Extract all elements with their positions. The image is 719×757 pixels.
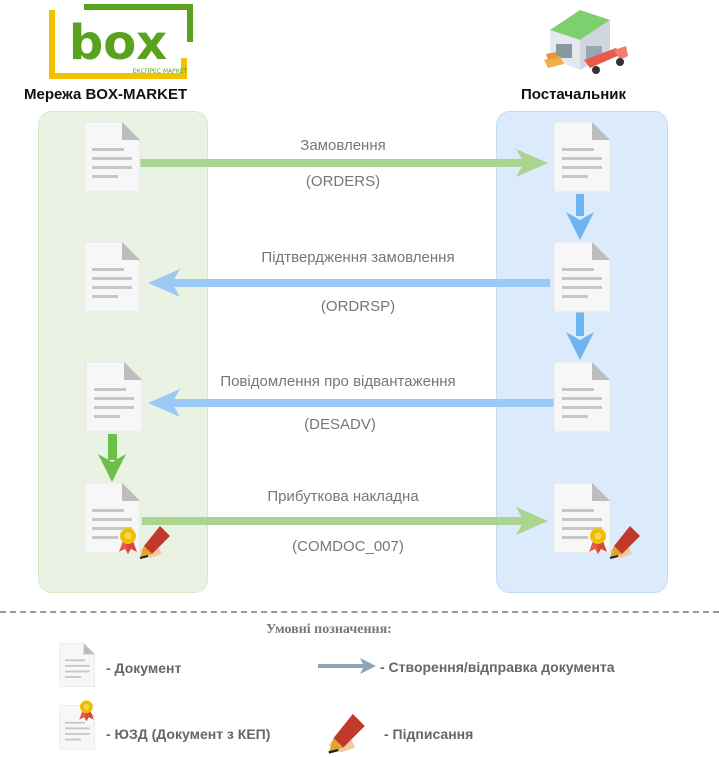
ordrsp-code: (ORDRSP) bbox=[320, 298, 396, 315]
supplier-flow-arrow-1 bbox=[576, 194, 584, 216]
orders-arrowhead bbox=[516, 149, 548, 177]
warehouse-icon bbox=[540, 2, 630, 82]
comdoc-title: Прибуткова накладна bbox=[267, 488, 419, 505]
comdoc-code: (COMDOC_007) bbox=[292, 538, 404, 555]
ordrsp-title: Підтвердження замовлення bbox=[261, 249, 455, 266]
desadv-title: Повідомлення про відвантаження bbox=[220, 373, 456, 390]
network-flow-arrow bbox=[108, 434, 117, 460]
party-title-supplier: Постачальник bbox=[521, 86, 626, 103]
orders-arrow bbox=[138, 159, 526, 167]
legend-ezd-label: - ЮЗД (Документ з КЕП) bbox=[106, 726, 271, 742]
legend-send-label: - Створення/відправка документа bbox=[380, 659, 615, 675]
desadv-arrow bbox=[170, 399, 554, 407]
document-icon bbox=[553, 361, 611, 433]
party-title-network: Мережа BOX-MARKET bbox=[24, 86, 188, 103]
supplier-flow-arrowhead-1 bbox=[566, 212, 594, 240]
legend-title: Умовні позначення: bbox=[266, 622, 392, 637]
legend-ezd-icon bbox=[59, 700, 96, 750]
logo-text: box bbox=[69, 15, 167, 71]
comdoc-arrowhead bbox=[516, 507, 548, 535]
legend-sign-icon bbox=[327, 712, 366, 754]
supplier-flow-arrowhead-2 bbox=[566, 332, 594, 360]
document-icon bbox=[85, 361, 143, 433]
ordrsp-arrowhead bbox=[148, 269, 180, 297]
pen-icon bbox=[139, 525, 171, 559]
pen-icon bbox=[609, 525, 641, 559]
ordrsp-arrow bbox=[170, 279, 550, 287]
legend-sign-label: - Підписання bbox=[384, 726, 474, 742]
logo-subtitle: ЕКСПРЕС МАРКЕТ bbox=[133, 68, 188, 75]
orders-title: Замовлення bbox=[300, 137, 386, 154]
document-icon bbox=[83, 121, 141, 193]
comdoc-arrow bbox=[142, 517, 526, 525]
orders-code: (ORDERS) bbox=[305, 173, 381, 190]
legend-divider bbox=[0, 611, 719, 613]
desadv-code: (DESADV) bbox=[304, 416, 376, 433]
box-logo: box ЕКСПРЕС МАРКЕТ bbox=[48, 2, 196, 80]
legend-document-label: - Документ bbox=[106, 660, 182, 676]
document-icon bbox=[83, 241, 141, 313]
network-flow-arrowhead bbox=[98, 454, 126, 482]
document-icon bbox=[553, 241, 611, 313]
legend-document-icon bbox=[59, 642, 96, 687]
desadv-arrowhead bbox=[148, 389, 180, 417]
supplier-flow-arrow-2 bbox=[576, 312, 584, 336]
document-icon bbox=[553, 121, 611, 193]
legend-send-arrow-icon bbox=[318, 658, 376, 674]
